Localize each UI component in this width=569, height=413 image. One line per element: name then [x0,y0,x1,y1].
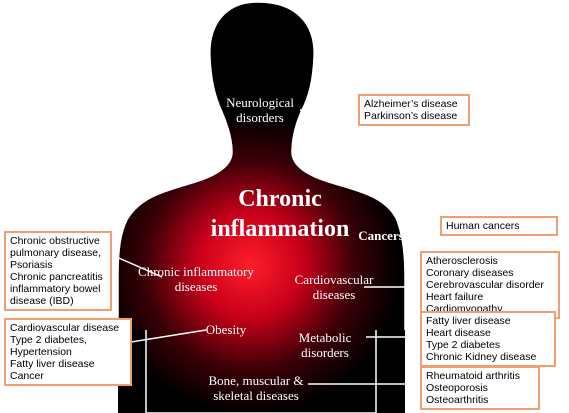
box-cardiovascular: Atherosclerosis Coronary diseases Cerebr… [420,251,560,319]
label-chronic-inflammatory: Chronic inflammatory diseases [138,264,254,294]
label-cardiovascular: Cardiovascular diseases [294,272,374,302]
box-neurological: Alzheimer’s disease Parkinson’s disease [358,94,470,126]
label-obesity: Obesity [205,322,247,337]
box-metabolic: Fatty liver disease Heart disease Type 2… [420,311,556,367]
chronic-inflammation-title: Chronic inflammation [210,186,350,242]
box-bone-muscular: Rheumatoid arthritis Osteoporosis Osteoa… [420,366,540,410]
label-metabolic: Metabolic disorders [298,330,352,360]
box-chronic-inflammatory: Chronic obstructive pulmonary disease, P… [4,231,112,311]
label-cancers: Cancers [358,228,404,243]
box-obesity: Cardiovascular disease Type 2 diabetes, … [4,318,132,386]
label-neurological: Neurological disorders [226,95,294,125]
box-cancers: Human cancers [440,216,558,236]
label-bone-muscular: Bone, muscular & skeletal diseases [208,373,304,403]
